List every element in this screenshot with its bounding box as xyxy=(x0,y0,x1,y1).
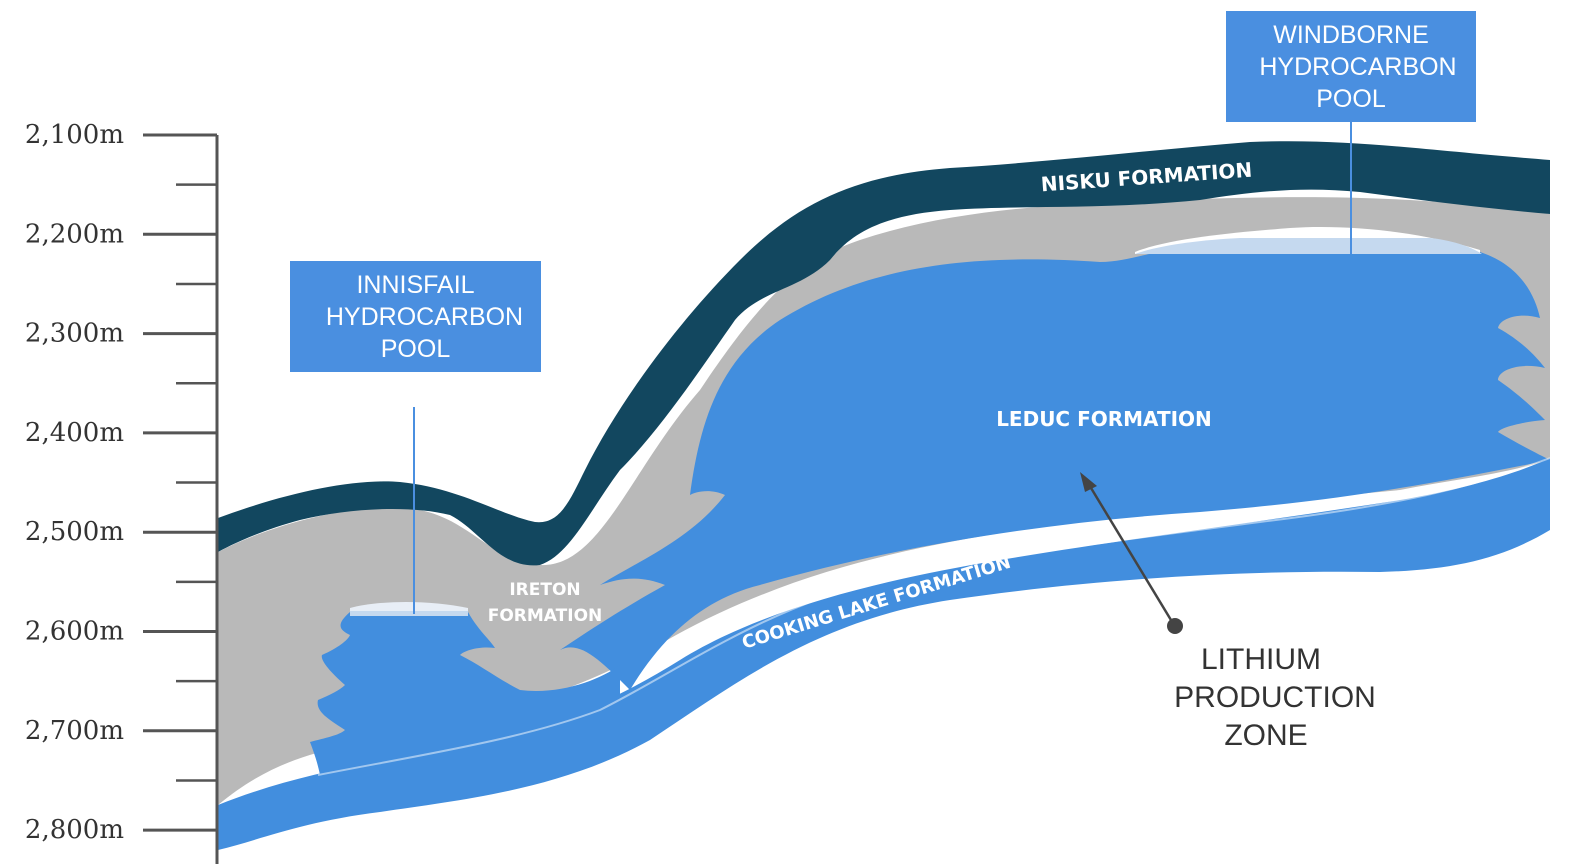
innisfail-callout-line1: INNISFAIL xyxy=(356,270,475,299)
innisfail-callout: INNISFAIL HYDROCARBON POOL xyxy=(290,261,541,372)
depth-tick-label: 2,400m xyxy=(25,418,124,448)
innisfail-callout-line2: HYDROCARBON xyxy=(325,302,524,331)
depth-tick-label: 2,600m xyxy=(25,617,124,647)
leduc-formation-label: LEDUC FORMATION xyxy=(996,407,1212,431)
cooking-lake-layer xyxy=(218,458,1550,850)
zone-label-line1: LITHIUM xyxy=(1201,643,1321,676)
windborne-callout: WINDBORNE HYDROCARBON POOL xyxy=(1226,11,1476,122)
depth-axis: 2,100m 2,200m 2,300m 2,400m 2,500m 2,600m 2,70… xyxy=(25,120,219,864)
lithium-zone-arrow-line xyxy=(1086,482,1176,626)
ireton-formation-label-line1: IRETON xyxy=(509,580,580,600)
innisfail-hydrocarbon-gas xyxy=(350,611,468,616)
ireton-formation-label-line2: FORMATION xyxy=(488,606,603,626)
zone-label-line2: PRODUCTION xyxy=(1174,681,1376,714)
zone-label-line3: ZONE xyxy=(1224,719,1308,752)
depth-tick-label: 2,100m xyxy=(25,120,124,150)
lithium-zone-arrow-dot xyxy=(1167,618,1183,634)
windborne-callout-line3: POOL xyxy=(1316,84,1386,113)
windborne-callout-line2: HYDROCARBON xyxy=(1259,52,1457,81)
depth-tick-label: 2,300m xyxy=(25,319,124,349)
depth-tick-label: 2,500m xyxy=(25,517,124,547)
cooking-lake-boundary xyxy=(317,457,1551,776)
lithium-zone-arrow-head xyxy=(1080,472,1097,492)
lithium-production-zone-label: LITHIUM PRODUCTION ZONE xyxy=(1150,641,1400,755)
depth-tick-label: 2,200m xyxy=(25,219,124,249)
windborne-callout-line1: WINDBORNE xyxy=(1273,20,1429,49)
depth-tick-label: 2,700m xyxy=(25,716,124,746)
leduc-formation-layer xyxy=(560,245,1550,690)
nisku-formation-layer xyxy=(218,141,1550,566)
depth-tick-label: 2,800m xyxy=(25,815,124,845)
innisfail-callout-line3: POOL xyxy=(380,334,451,363)
windborne-hydrocarbon-gas xyxy=(1135,238,1482,254)
